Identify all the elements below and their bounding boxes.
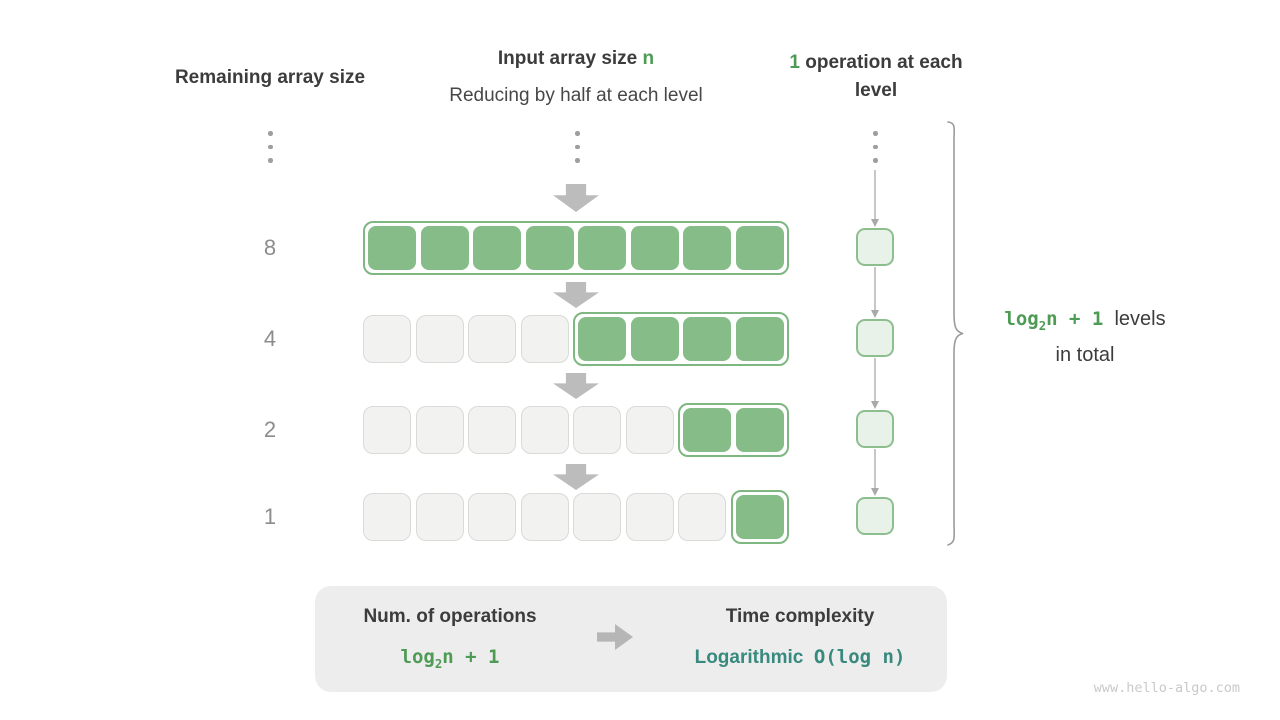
- array-row: [363, 220, 789, 275]
- operation-cell: [856, 228, 894, 266]
- dot: [873, 144, 878, 149]
- header-input-array-size: Input array size n: [426, 45, 726, 73]
- ellipsis-dots-middle: [575, 131, 580, 163]
- array-cell-discarded: [363, 405, 411, 454]
- operation-flow-arrows: [871, 170, 879, 496]
- array-cell-active: [473, 225, 521, 270]
- operation-cell: [856, 319, 894, 357]
- summary-box: [315, 586, 947, 692]
- array-row: [363, 402, 789, 457]
- header-one-operation: 1 operation at each level: [781, 49, 971, 105]
- array-cell-discarded: [573, 405, 621, 454]
- active-subarray-container: [678, 402, 789, 457]
- array-cell-discarded: [363, 492, 411, 541]
- array-cell-active: [368, 225, 416, 270]
- down-arrow-icon: [553, 282, 599, 308]
- array-cell-discarded: [625, 405, 674, 454]
- array-cell-active: [683, 407, 731, 452]
- header-input-array-size-text: Input array size: [497, 48, 643, 69]
- array-cell-discarded: [415, 405, 464, 454]
- dot: [268, 131, 273, 136]
- active-subarray-container: [730, 489, 789, 544]
- array-cell-discarded: [363, 314, 411, 363]
- array-cell-discarded: [468, 492, 516, 541]
- array-cell-discarded: [468, 314, 516, 363]
- dot: [873, 158, 878, 163]
- row-label: 1: [263, 504, 277, 529]
- down-arrow-icon: [553, 464, 599, 490]
- levels-total-label: log2n + 1 levels in total: [985, 305, 1185, 370]
- dot: [268, 158, 273, 163]
- array-cell-discarded: [573, 492, 621, 541]
- summary-right-value: Logarithmic O(log n): [694, 646, 906, 668]
- array-cell-active: [420, 225, 469, 270]
- array-cell-active: [630, 316, 679, 361]
- array-cell-active: [735, 407, 784, 452]
- array-cell-active: [578, 225, 626, 270]
- row-label: 4: [263, 326, 277, 351]
- array-cell-active: [735, 316, 784, 361]
- header-reducing-by-half: Reducing by half at each level: [449, 85, 703, 106]
- summary-right-title: Time complexity: [725, 606, 875, 627]
- active-subarray-container: [363, 220, 789, 275]
- array-cell-active: [525, 225, 574, 270]
- array-row: [363, 311, 789, 366]
- array-cell-discarded: [415, 492, 464, 541]
- row-label: 2: [263, 417, 277, 442]
- array-cell-discarded: [415, 314, 464, 363]
- watermark: www.hello-algo.com: [1093, 680, 1240, 696]
- array-cell-active: [683, 316, 731, 361]
- array-cell-discarded: [520, 314, 569, 363]
- header-one-operation-text: operation at each level: [799, 52, 963, 101]
- dot: [268, 144, 273, 149]
- array-cell-discarded: [520, 492, 569, 541]
- header-one-operation-accent: 1: [789, 52, 800, 73]
- dot: [575, 158, 580, 163]
- active-subarray-container: [573, 311, 789, 366]
- row-label: 8: [263, 235, 277, 260]
- down-arrow-icon: [553, 184, 599, 212]
- array-cell-active: [735, 225, 784, 270]
- array-cell-active: [683, 225, 731, 270]
- ellipsis-dots-right: [873, 131, 878, 163]
- array-cell-active: [578, 316, 626, 361]
- header-input-array-size-n: n: [642, 48, 655, 69]
- array-cell-discarded: [468, 405, 516, 454]
- array-cell-discarded: [625, 492, 674, 541]
- dot: [873, 131, 878, 136]
- array-cell-discarded: [678, 492, 726, 541]
- levels-total-line2: in total: [1055, 343, 1115, 366]
- summary-left-title: Num. of operations: [363, 606, 537, 627]
- header-remaining-array-size: Remaining array size: [174, 67, 366, 88]
- dot: [575, 131, 580, 136]
- operation-cell: [856, 497, 894, 535]
- operation-cell: [856, 410, 894, 448]
- array-row: [363, 489, 789, 544]
- ellipsis-dots-left: [268, 131, 273, 163]
- summary-left-formula: log2n + 1: [400, 646, 500, 671]
- array-cell-discarded: [520, 405, 569, 454]
- array-cell-active: [630, 225, 679, 270]
- brace: [947, 121, 964, 546]
- dot: [575, 144, 580, 149]
- down-arrow-icon: [553, 373, 599, 399]
- levels-total-line1: log2n + 1 levels: [1004, 308, 1166, 333]
- array-cell-active: [735, 494, 784, 539]
